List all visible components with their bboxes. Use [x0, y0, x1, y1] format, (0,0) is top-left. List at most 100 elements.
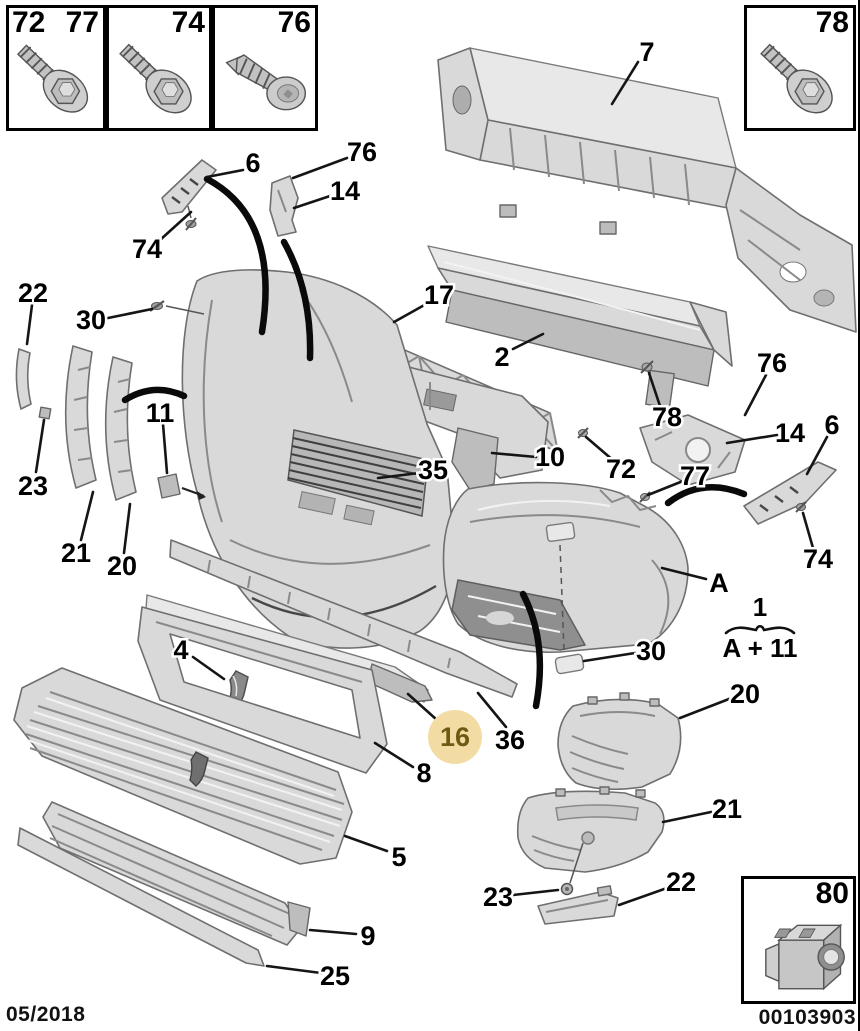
- leader-23: [34, 418, 46, 474]
- screw-78-icon: [640, 360, 654, 374]
- callout-35[interactable]: 35: [415, 453, 450, 488]
- callout-7[interactable]: 7: [637, 35, 657, 70]
- formula-denominator: A + 11: [722, 633, 798, 664]
- part-36-upper-trim-strip: [169, 539, 518, 698]
- leader-74: [801, 511, 815, 550]
- callout-20[interactable]: 20: [104, 549, 139, 584]
- quantity-formula: 1 A + 11: [710, 592, 810, 664]
- leader-21: [79, 490, 95, 542]
- leader-16: [406, 692, 439, 722]
- formula-numerator: 1: [752, 592, 768, 622]
- callout-4[interactable]: 4: [171, 633, 191, 668]
- callout-22[interactable]: 22: [663, 865, 698, 900]
- legend-box-74: 74: [106, 5, 212, 131]
- leader-9: [308, 928, 358, 936]
- revision-date: 05/2018: [6, 1003, 86, 1026]
- hex-flange-screw-icon: [119, 43, 192, 114]
- leader-74: [158, 210, 193, 242]
- leader-5: [343, 834, 389, 853]
- callout-16[interactable]: 16: [440, 722, 470, 752]
- leader-78: [647, 371, 662, 408]
- part-21-headlamp-trim-left: [64, 345, 97, 489]
- callout-11[interactable]: 11: [143, 396, 177, 431]
- callout-A[interactable]: A: [707, 566, 732, 601]
- leader-lines: [25, 60, 829, 975]
- part-6-headlamp-bracket-left: [161, 159, 217, 231]
- part-8-grille-surround-frame: [137, 606, 388, 774]
- callout-74[interactable]: 74: [129, 232, 164, 267]
- callout-5[interactable]: 5: [389, 840, 409, 875]
- assembly-arrows: [121, 175, 748, 710]
- callout-6[interactable]: 6: [243, 146, 263, 181]
- callout-76[interactable]: 76: [344, 135, 379, 170]
- callout-25[interactable]: 25: [317, 959, 352, 994]
- leader-6: [205, 168, 245, 179]
- cage-nut-clip-icon: [765, 923, 845, 991]
- part-14-side-bracket-top: [269, 175, 299, 237]
- callout-14[interactable]: 14: [772, 416, 807, 451]
- legend-label-80: 80: [815, 877, 849, 910]
- part-30-washer-cover: [554, 653, 585, 675]
- callout-14[interactable]: 14: [327, 174, 362, 209]
- callout-78[interactable]: 78: [649, 400, 684, 435]
- hex-flange-screw-icon: [760, 43, 833, 114]
- formula-brace-icon: [724, 625, 796, 635]
- part-11-spacer-block: [157, 473, 206, 500]
- callout-2[interactable]: 2: [492, 340, 512, 375]
- callout-22[interactable]: 22: [15, 276, 50, 311]
- callout-72[interactable]: 72: [603, 452, 638, 487]
- leader-76: [743, 373, 768, 417]
- callout-76[interactable]: 76: [754, 346, 789, 381]
- leader-23: [511, 888, 560, 897]
- callout-10[interactable]: 10: [532, 440, 567, 475]
- leader-77: [646, 479, 685, 497]
- callout-17[interactable]: 17: [421, 278, 456, 313]
- leader-35: [376, 471, 421, 480]
- part-2-reinforcement-beam: [427, 245, 733, 409]
- part-20-fog-grille: [557, 692, 682, 791]
- legend-label-77: 77: [65, 6, 99, 39]
- leader-30: [582, 651, 637, 663]
- callout-21[interactable]: 21: [58, 536, 93, 571]
- leader-14: [292, 194, 332, 210]
- screw-72-icon: [577, 427, 589, 439]
- legend-label-78: 78: [815, 6, 849, 39]
- leader-20: [678, 697, 731, 720]
- leader-36: [476, 691, 508, 729]
- leader-30: [106, 307, 154, 320]
- legend-label-76: 76: [277, 6, 311, 39]
- leader-76: [291, 156, 349, 180]
- leader-20: [122, 502, 132, 555]
- legend-box-76: 76: [212, 5, 318, 131]
- callout-23[interactable]: 23: [480, 880, 515, 915]
- document-number: 00103903: [758, 1006, 856, 1029]
- leader-11: [161, 422, 169, 475]
- callout-74[interactable]: 74: [800, 542, 835, 577]
- legend-label-72: 72: [12, 6, 46, 39]
- leader-4: [191, 655, 226, 681]
- callout-30[interactable]: 30: [633, 634, 668, 669]
- part-7-upper-grille-support: [437, 47, 857, 333]
- leader-10: [490, 451, 538, 459]
- callout-23[interactable]: 23: [15, 469, 50, 504]
- callout-77[interactable]: 77: [677, 459, 712, 494]
- legend-label-74: 74: [171, 6, 205, 39]
- callout-6[interactable]: 6: [822, 408, 842, 443]
- callout-8[interactable]: 8: [414, 756, 434, 791]
- screw-23-icon: [560, 842, 584, 896]
- callout-30[interactable]: 30: [73, 303, 108, 338]
- part-22-sidemarker-strip: [537, 885, 619, 925]
- leader-72: [584, 435, 616, 463]
- callout-21[interactable]: 21: [709, 792, 744, 827]
- callout-20[interactable]: 20: [727, 677, 762, 712]
- part-35-center-mesh: [287, 429, 429, 517]
- leader-A: [660, 566, 708, 581]
- part-23-nut-left: [38, 406, 52, 420]
- leader-14: [725, 433, 779, 445]
- legend-box-80: 80: [741, 876, 856, 1004]
- callout-9[interactable]: 9: [358, 919, 378, 954]
- callout-36[interactable]: 36: [492, 723, 527, 758]
- part-8-contour: [155, 621, 363, 683]
- part-20-headlamp-trim-left: [104, 356, 137, 501]
